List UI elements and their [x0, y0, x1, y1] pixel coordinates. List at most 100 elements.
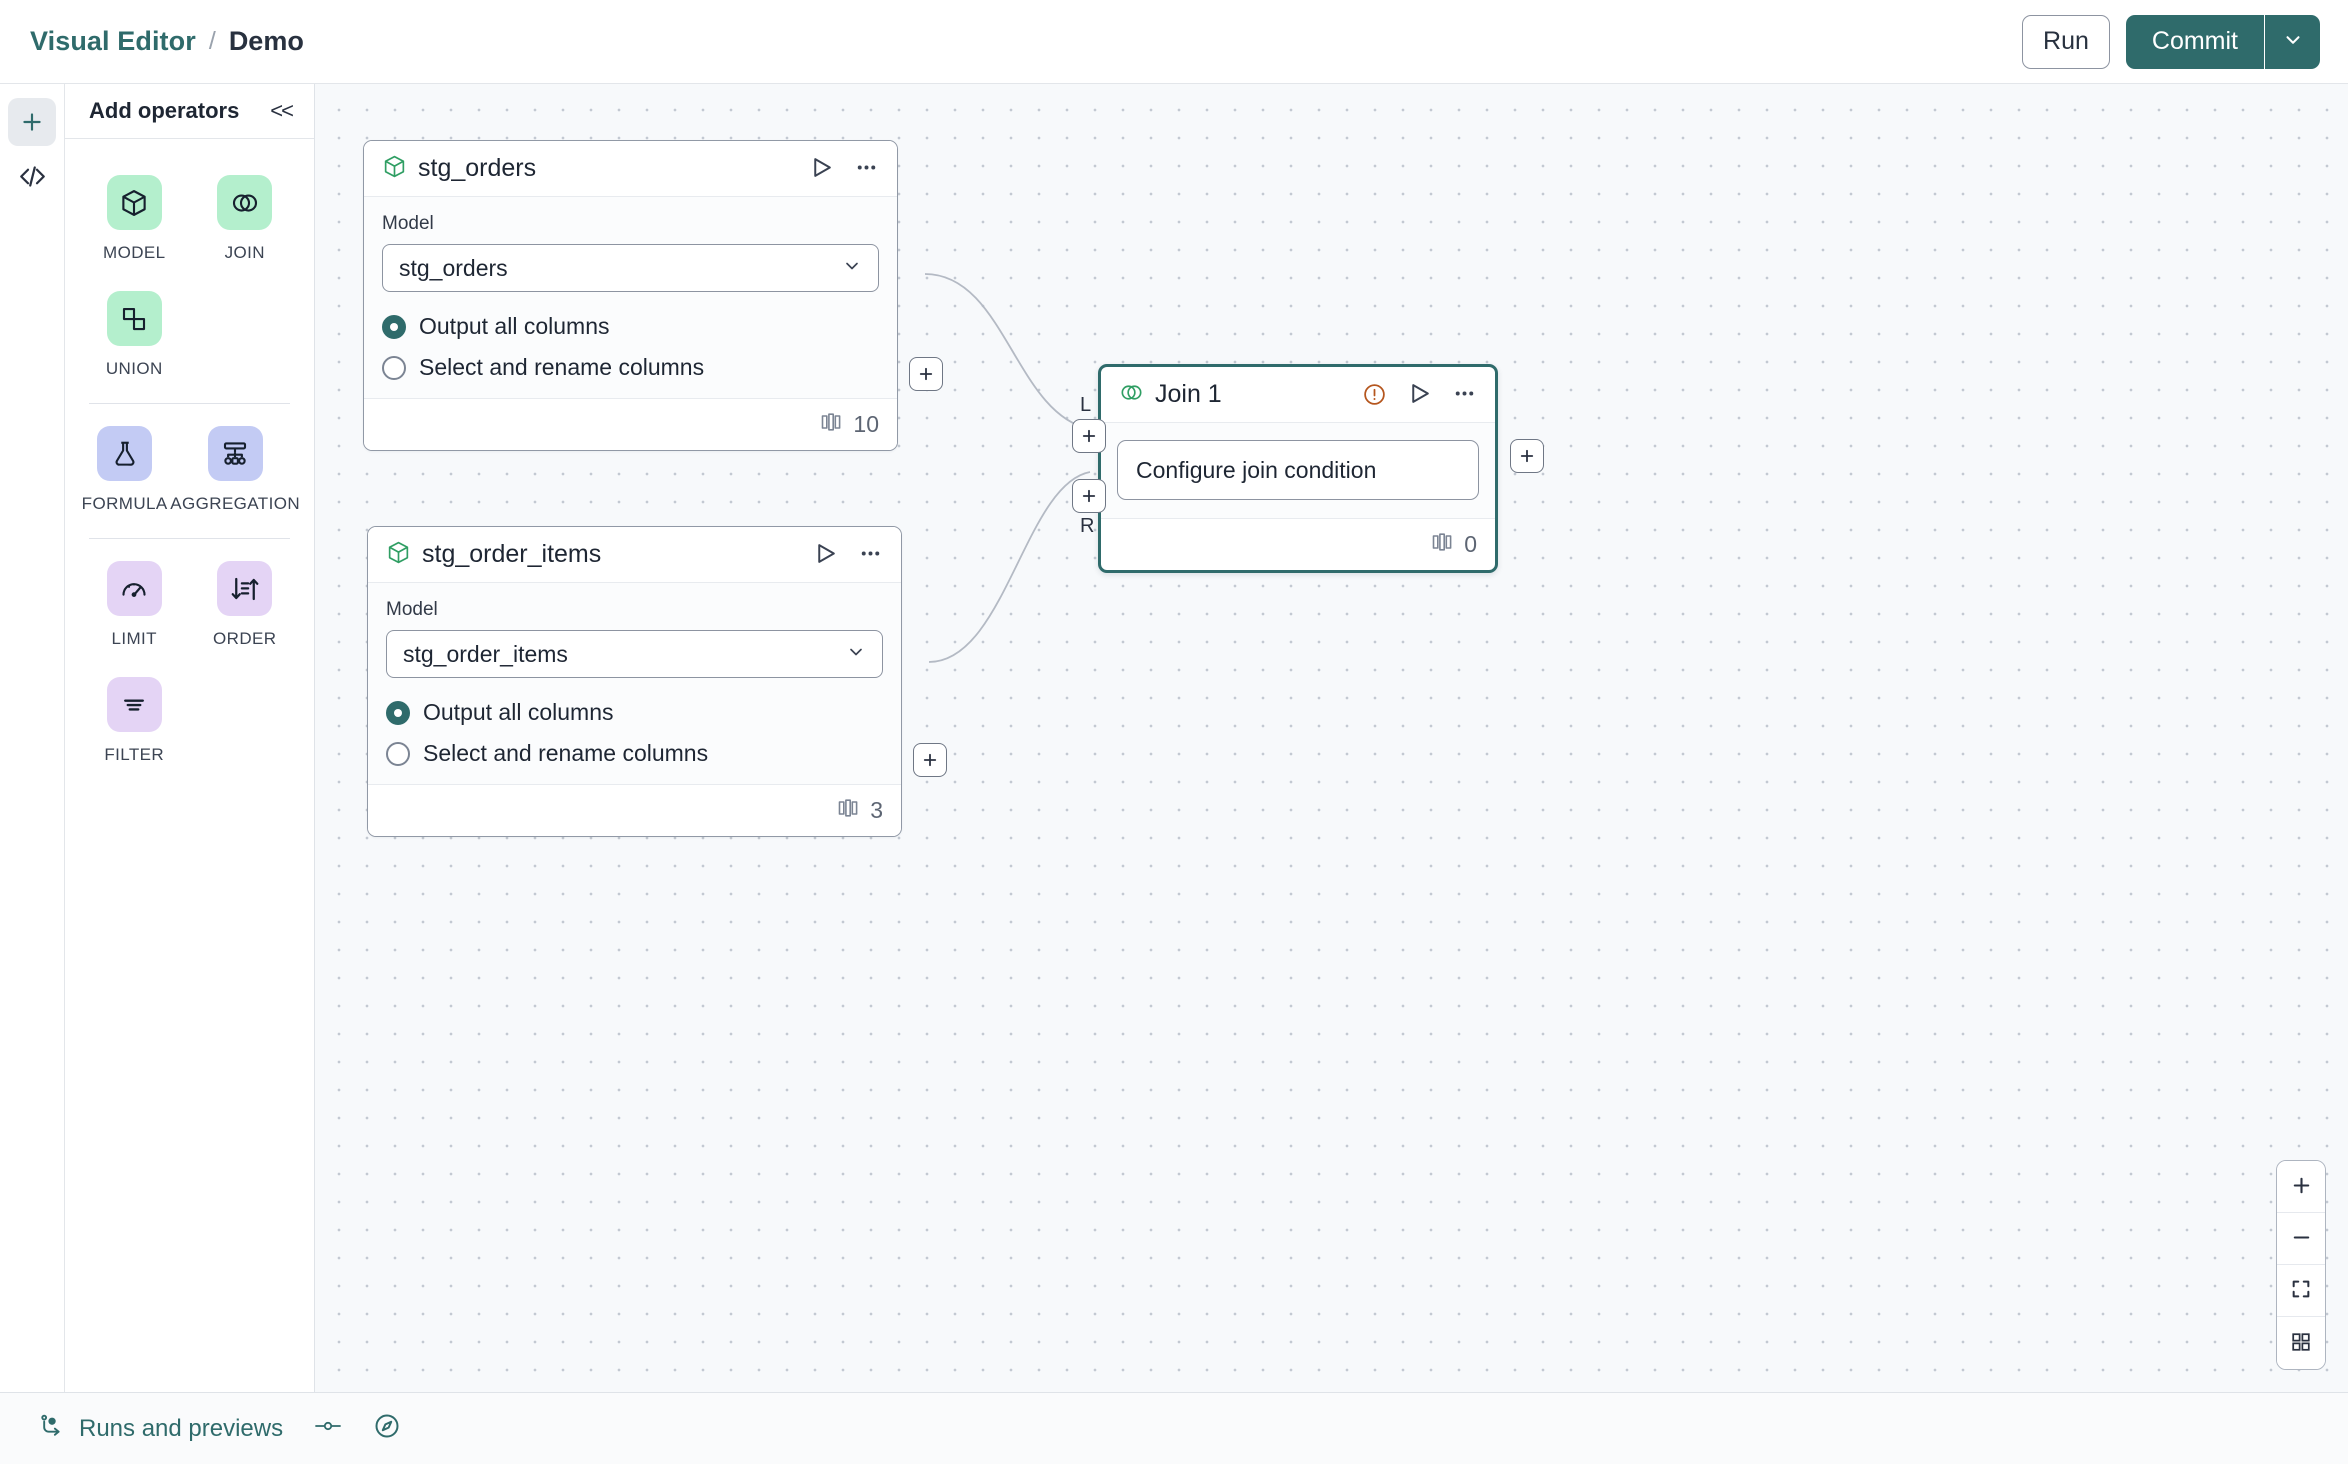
- radio-label: Select and rename columns: [419, 354, 705, 380]
- model-select[interactable]: stg_order_items: [386, 630, 883, 678]
- node-title: stg_orders: [418, 154, 537, 182]
- radio-indicator: [382, 314, 406, 339]
- collapse-panel-button[interactable]: <<: [268, 94, 294, 128]
- union-squares-icon: [106, 291, 162, 346]
- radio-label: Select and rename columns: [423, 740, 709, 766]
- node-footer: 0: [1101, 518, 1495, 570]
- port-output-join-1[interactable]: [1510, 439, 1544, 473]
- compass-icon: [373, 1412, 401, 1445]
- operator-order[interactable]: ORDER: [190, 547, 301, 659]
- breadcrumb-root[interactable]: Visual Editor: [30, 26, 196, 56]
- node-run-button[interactable]: [1405, 379, 1434, 411]
- operator-join[interactable]: JOIN: [190, 161, 301, 273]
- play-icon: [809, 155, 834, 183]
- node-menu-button[interactable]: [852, 153, 881, 185]
- operator-label: UNION: [105, 359, 163, 378]
- add-operators-body: MODEL JOIN UNION: [65, 139, 314, 775]
- node-header: Join 1: [1101, 367, 1495, 423]
- plus-icon: [2290, 1174, 2313, 1200]
- node-header: stg_order_items: [368, 527, 901, 583]
- port-input-join-left[interactable]: [1072, 419, 1106, 453]
- breadcrumb-separator: /: [208, 27, 216, 55]
- columns-icon: [1430, 530, 1454, 559]
- operator-label: FILTER: [104, 745, 165, 764]
- columns-icon: [819, 410, 843, 439]
- node-header: stg_orders: [364, 141, 897, 197]
- add-operators-header: Add operators <<: [65, 84, 314, 139]
- panel-title: Add operators: [89, 98, 240, 123]
- edge-stg-order-items-to-join-right: [928, 471, 1091, 663]
- configure-join-condition-button[interactable]: Configure join condition: [1117, 440, 1479, 500]
- node-join-1[interactable]: Join 1: [1098, 364, 1498, 573]
- plus-icon: [19, 109, 45, 135]
- plus-icon: [1520, 449, 1534, 463]
- node-run-button[interactable]: [811, 539, 840, 571]
- radio-output-all-columns[interactable]: Output all columns: [382, 306, 879, 347]
- port-output-stg-orders[interactable]: [909, 357, 943, 391]
- node-footer: 3: [368, 784, 901, 836]
- aggregation-icon: [207, 426, 263, 481]
- port-input-join-right[interactable]: [1072, 479, 1106, 513]
- operator-formula[interactable]: FORMULA: [79, 412, 170, 524]
- node-actions: [1360, 379, 1479, 411]
- operator-group-1: MODEL JOIN UNION: [65, 161, 314, 389]
- node-menu-button[interactable]: [1450, 379, 1479, 411]
- node-title: stg_order_items: [422, 540, 602, 568]
- node-body: Model stg_orders Output all columns Sele…: [364, 197, 897, 398]
- operator-filter[interactable]: FILTER: [79, 663, 190, 775]
- compass-icon-button[interactable]: [373, 1412, 401, 1445]
- commit-button[interactable]: Commit: [2125, 14, 2264, 69]
- operator-model[interactable]: MODEL: [79, 161, 190, 273]
- columns-icon: [836, 796, 860, 825]
- run-button[interactable]: Run: [2022, 14, 2110, 69]
- flask-icon: [97, 426, 153, 481]
- operator-group-3: LIMIT ORDER FILTER: [65, 547, 314, 775]
- port-label-right: R: [1080, 515, 1095, 537]
- zoom-out-button[interactable]: [2277, 1213, 2325, 1265]
- operator-label: LIMIT: [111, 629, 157, 648]
- model-field-label: Model: [382, 213, 434, 234]
- runs-and-previews-label: Runs and previews: [79, 1414, 284, 1442]
- radio-label: Output all columns: [419, 313, 610, 339]
- column-count: 0: [1464, 531, 1477, 557]
- operator-union[interactable]: UNION: [79, 277, 190, 389]
- edge-stg-orders-to-join-left: [924, 273, 1091, 430]
- node-run-button[interactable]: [807, 153, 836, 185]
- zoom-in-button[interactable]: [2277, 1161, 2325, 1213]
- fit-view-button[interactable]: [2277, 1265, 2325, 1317]
- operator-limit[interactable]: LIMIT: [79, 547, 190, 659]
- commit-button-group: Commit: [2125, 14, 2320, 69]
- top-bar-actions: Run Commit: [2022, 14, 2320, 69]
- node-stg-orders[interactable]: stg_orders: [363, 140, 898, 451]
- commit-dropdown-button[interactable]: [2264, 14, 2320, 69]
- node-menu-button[interactable]: [856, 539, 885, 571]
- radio-select-and-rename-columns[interactable]: Select and rename columns: [386, 733, 883, 774]
- node-title-wrap: stg_order_items: [386, 540, 811, 570]
- toggle-icon-button[interactable]: [313, 1413, 343, 1444]
- add-operators-panel: Add operators << MODEL: [65, 84, 315, 1392]
- layout-grid-button[interactable]: [2277, 1317, 2325, 1369]
- operator-aggregation[interactable]: AGGREGATION: [170, 412, 300, 524]
- node-title: Join 1: [1155, 380, 1222, 408]
- model-select[interactable]: stg_orders: [382, 244, 879, 292]
- rail-code-view-button[interactable]: [8, 152, 56, 200]
- plus-icon: [923, 753, 937, 767]
- rail-add-operator-button[interactable]: [8, 98, 56, 146]
- flow-canvas[interactable]: stg_orders: [315, 84, 2348, 1392]
- node-stg-order-items[interactable]: stg_order_items: [367, 526, 902, 837]
- radio-select-and-rename-columns[interactable]: Select and rename columns: [382, 347, 879, 388]
- node-body: Model stg_order_items Output all columns…: [368, 583, 901, 784]
- warning-icon[interactable]: [1360, 380, 1389, 409]
- node-title-wrap: Join 1: [1119, 380, 1360, 410]
- sort-icon: [217, 561, 273, 616]
- operator-group-divider: [89, 403, 290, 404]
- operator-label: MODEL: [103, 243, 166, 262]
- left-icon-rail: [0, 84, 65, 1392]
- main-body: Add operators << MODEL: [0, 84, 2348, 1392]
- operator-group-2: FORMULA AGGREGATION: [65, 412, 314, 524]
- port-output-stg-order-items[interactable]: [913, 743, 947, 777]
- radio-output-all-columns[interactable]: Output all columns: [386, 692, 883, 733]
- runs-and-previews-button[interactable]: Runs and previews: [38, 1412, 283, 1446]
- node-footer: 10: [364, 398, 897, 450]
- radio-indicator: [386, 741, 410, 766]
